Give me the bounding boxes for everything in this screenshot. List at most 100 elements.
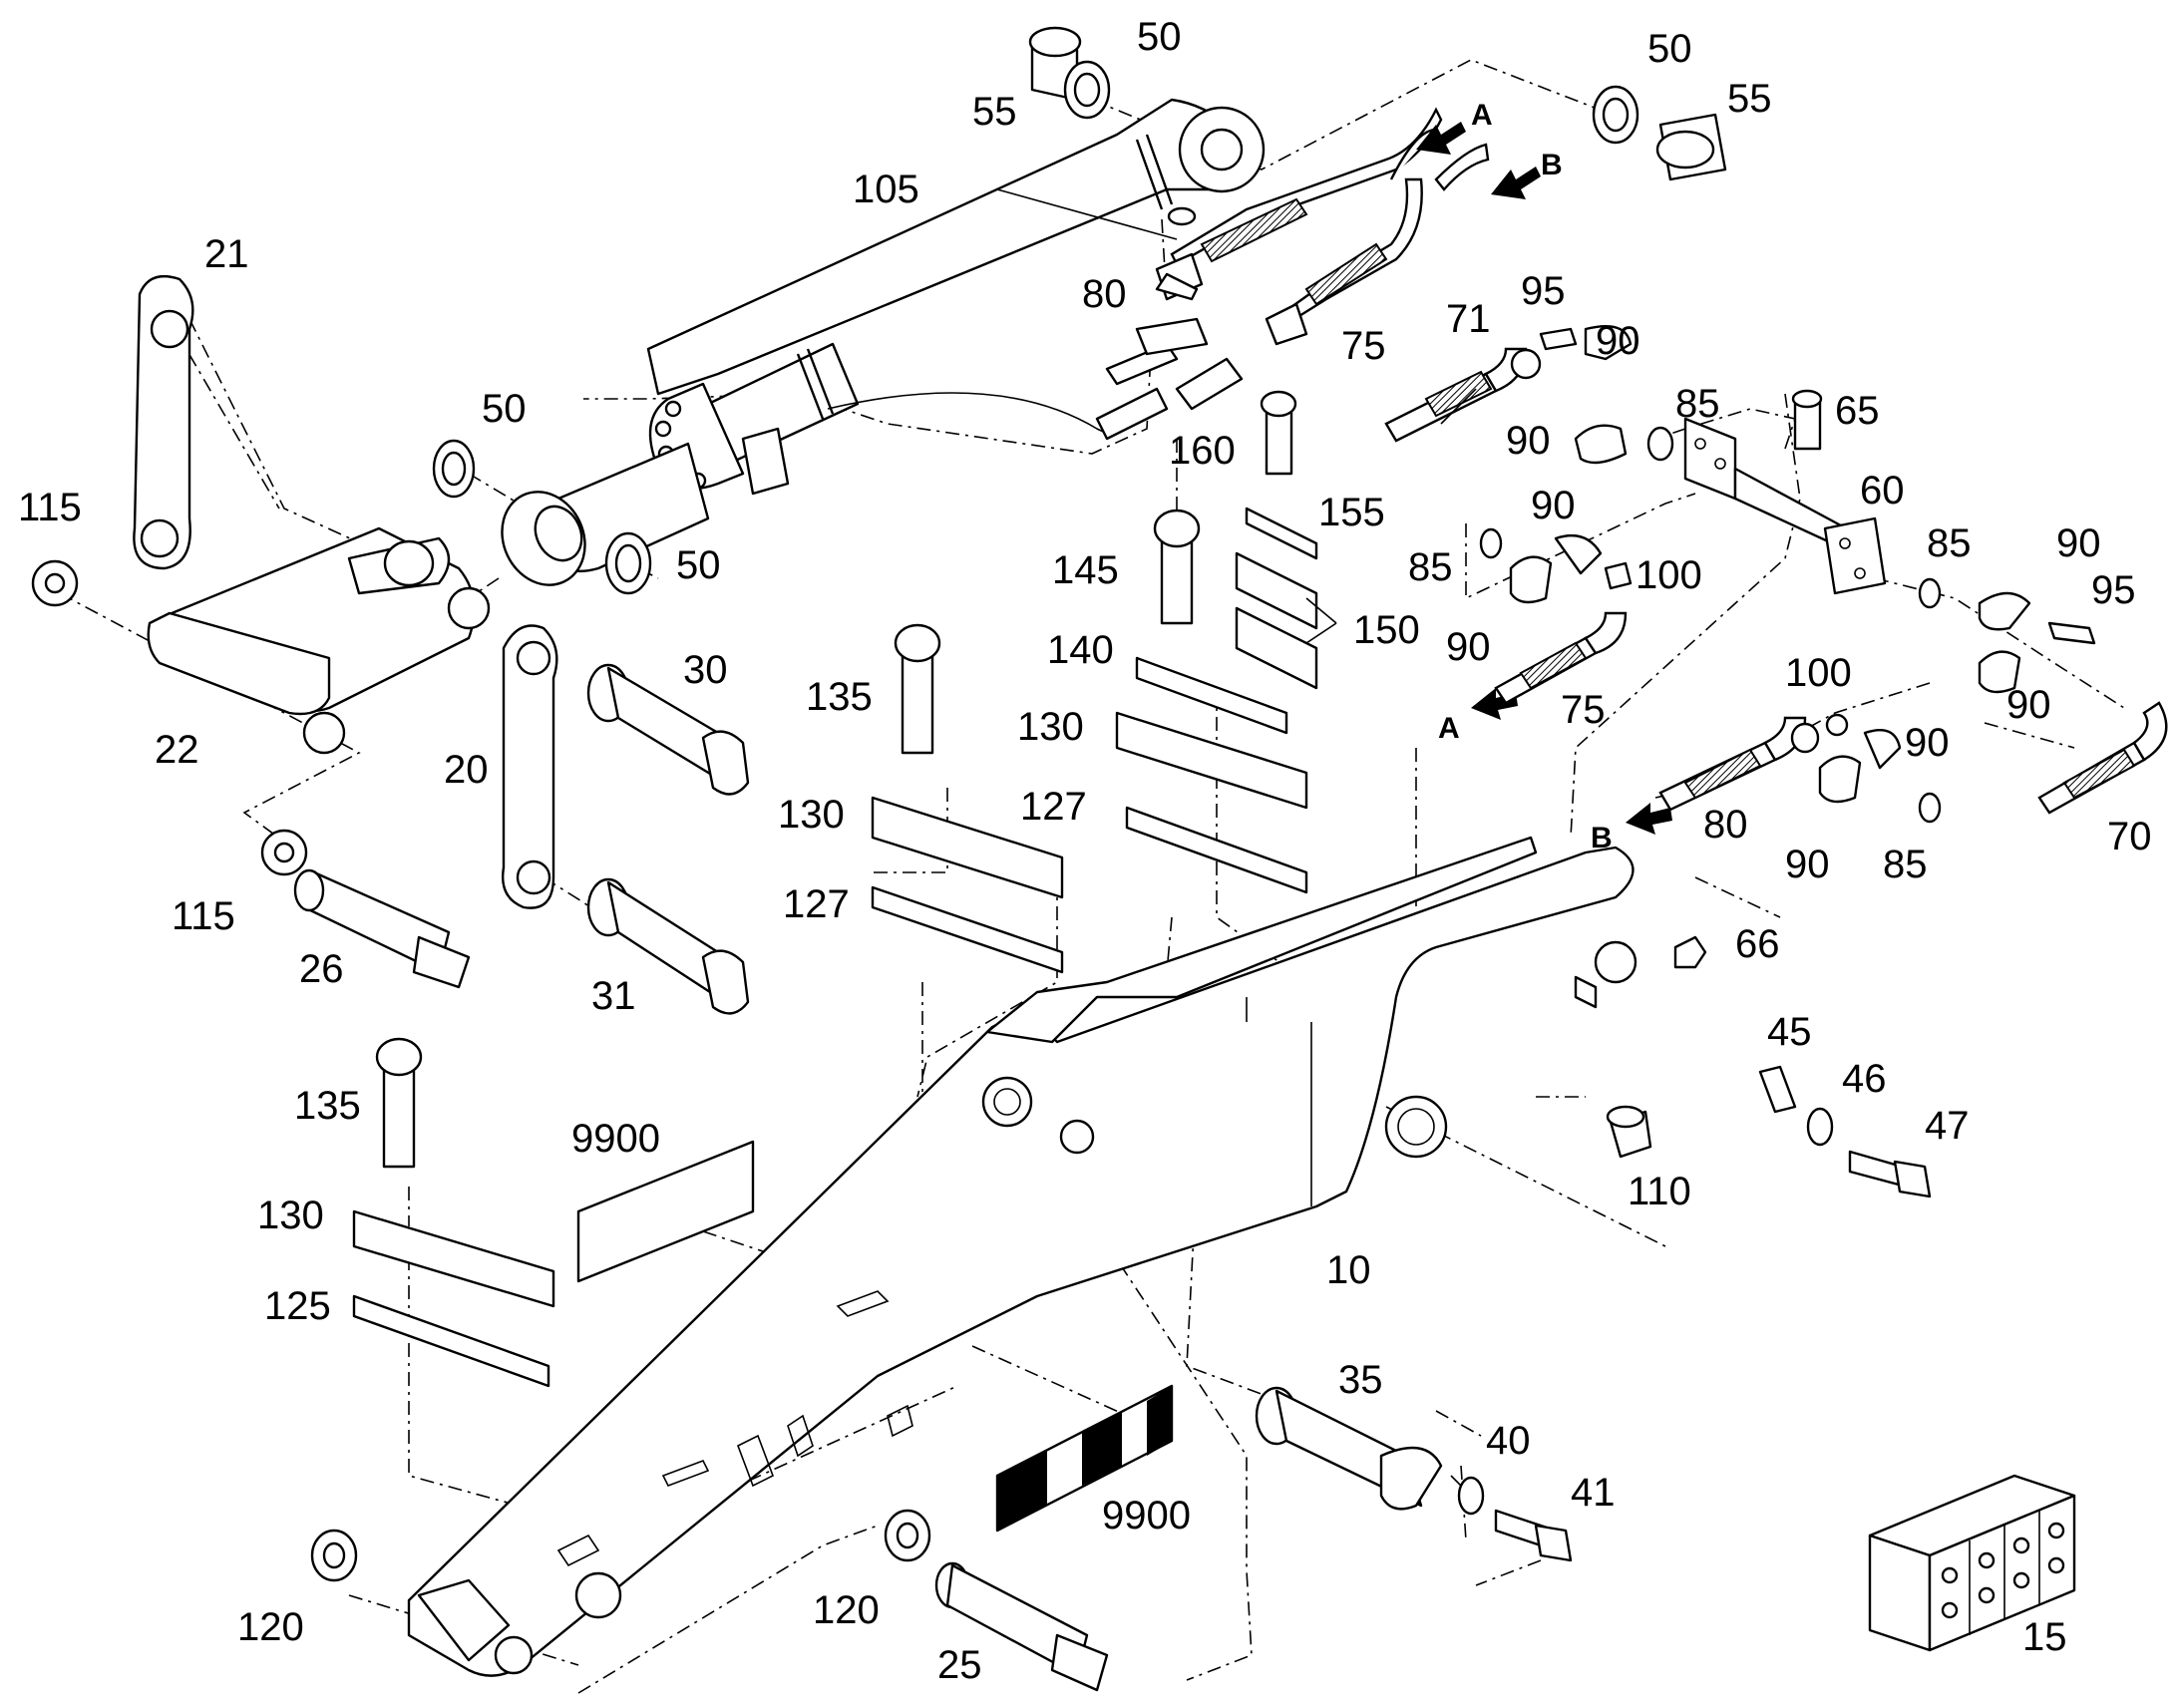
arrow-a-top: A [1416,99,1493,155]
bracket-22 [147,526,491,755]
callout-label: 45 [1767,1010,1812,1054]
callout-label: 50 [482,387,527,431]
link-21 [133,274,194,570]
callout-label: 85 [1883,843,1928,886]
callout-label: 50 [1137,15,1182,59]
arrow-label-b-top: B [1541,149,1563,181]
callout-label: 85 [1927,521,1972,565]
washer-115-top [31,559,79,607]
callout-label: 75 [1341,324,1386,368]
callout-label: 80 [1082,272,1127,316]
callout-label: 90 [1785,843,1830,886]
callout-label: 31 [591,974,636,1018]
clamp-stack-135-130-125-bottom [352,1037,555,1388]
callout-label: 15 [2022,1615,2067,1659]
callout-label: 140 [1047,628,1114,672]
callout-label: 41 [1571,1471,1616,1515]
clamp-stack-145-140-130-127 [1115,509,1308,894]
link-20 [502,624,558,909]
washer-120-left [310,1529,358,1582]
callout-label: 120 [813,1588,880,1632]
callout-label: 90 [1905,721,1950,765]
fitting-110 [1606,1105,1652,1159]
callout-label: 145 [1052,548,1119,592]
pin-26 [293,868,471,989]
callout-label: 25 [937,1643,982,1687]
callout-label: 130 [778,793,845,837]
callout-label: 127 [1020,785,1087,829]
callout-label: 35 [1338,1358,1383,1402]
callout-label: 75 [1561,688,1606,732]
callout-labels: 50 55 50 55 105 80 75 71 95 90 85 65 90 … [18,15,2152,1687]
callout-label: 115 [172,894,235,938]
pin-35 [1255,1386,1443,1511]
callout-label: 120 [237,1605,304,1649]
callout-label: 9900 [571,1117,660,1161]
callout-label: 130 [257,1194,324,1237]
valve-block-15 [1868,1474,2076,1652]
clamp-group-right [1918,577,2168,815]
callout-label: 95 [1521,269,1566,313]
callout-label: 90 [1596,319,1640,363]
label-plate-9900-bottom [995,1384,1174,1533]
callout-label: 127 [783,882,850,926]
washer-40 [1457,1476,1485,1516]
callout-label: 26 [299,947,344,991]
bolt-47 [1848,1150,1932,1198]
callout-label: 40 [1486,1419,1531,1463]
callout-label: 135 [806,675,873,719]
leader-lines [996,188,1477,644]
pin-30 [586,663,750,796]
callout-label: 22 [155,728,199,772]
callout-label: 100 [1635,553,1702,597]
pin-31 [586,877,750,1015]
callout-label: 150 [1353,608,1420,652]
callout-label: 9900 [1102,1494,1191,1537]
callout-label: 50 [1647,27,1692,71]
bracket-60-65 [1683,389,1887,595]
callout-label: 80 [1703,803,1748,847]
callout-label: 110 [1628,1170,1691,1213]
callout-label: 130 [1017,705,1084,749]
callout-label: 10 [1326,1248,1371,1292]
callout-label: 55 [1727,77,1772,121]
arrow-label-a-mid: A [1438,712,1460,745]
callout-label: 66 [1735,922,1780,966]
callout-label: 90 [1531,484,1576,527]
callout-label: 55 [972,90,1017,134]
callout-label: 85 [1408,545,1453,589]
washer-120-right [884,1509,931,1562]
clamp-group-mid [1479,527,1633,705]
washer-115-bottom [260,829,308,876]
washer-46 [1806,1107,1834,1147]
arrow-label-a-top: A [1471,99,1493,132]
callout-label: 135 [294,1084,361,1128]
callout-label: 90 [1446,625,1491,669]
plate-45 [1758,1065,1797,1114]
bolt-41 [1494,1509,1573,1562]
callout-label: 60 [1860,469,1905,512]
callout-label: 115 [18,486,82,529]
callout-label: 70 [2107,815,2152,858]
callout-label: 125 [264,1284,331,1328]
hose-assembly-top [1095,107,1490,441]
callout-label: 85 [1675,382,1720,426]
callout-label: 30 [683,648,728,692]
callout-label: 155 [1318,491,1385,534]
boom-10 [407,836,1637,1677]
callout-label: 71 [1446,297,1491,341]
callout-label: 105 [853,168,919,211]
seals-50-left-cylinder [432,439,652,595]
nut-66 [1673,935,1707,969]
callout-label: 90 [2006,683,2051,727]
bushing-55-right [1592,85,1727,181]
hydraulic-cylinder [501,98,1266,586]
callout-label: 21 [204,232,249,276]
callout-label: 95 [2091,568,2136,612]
bushing-55-left [1028,26,1111,120]
callout-label: 20 [444,748,489,792]
pin-25 [934,1561,1109,1692]
callout-label: 46 [1842,1057,1887,1101]
callout-label: 65 [1835,389,1880,433]
